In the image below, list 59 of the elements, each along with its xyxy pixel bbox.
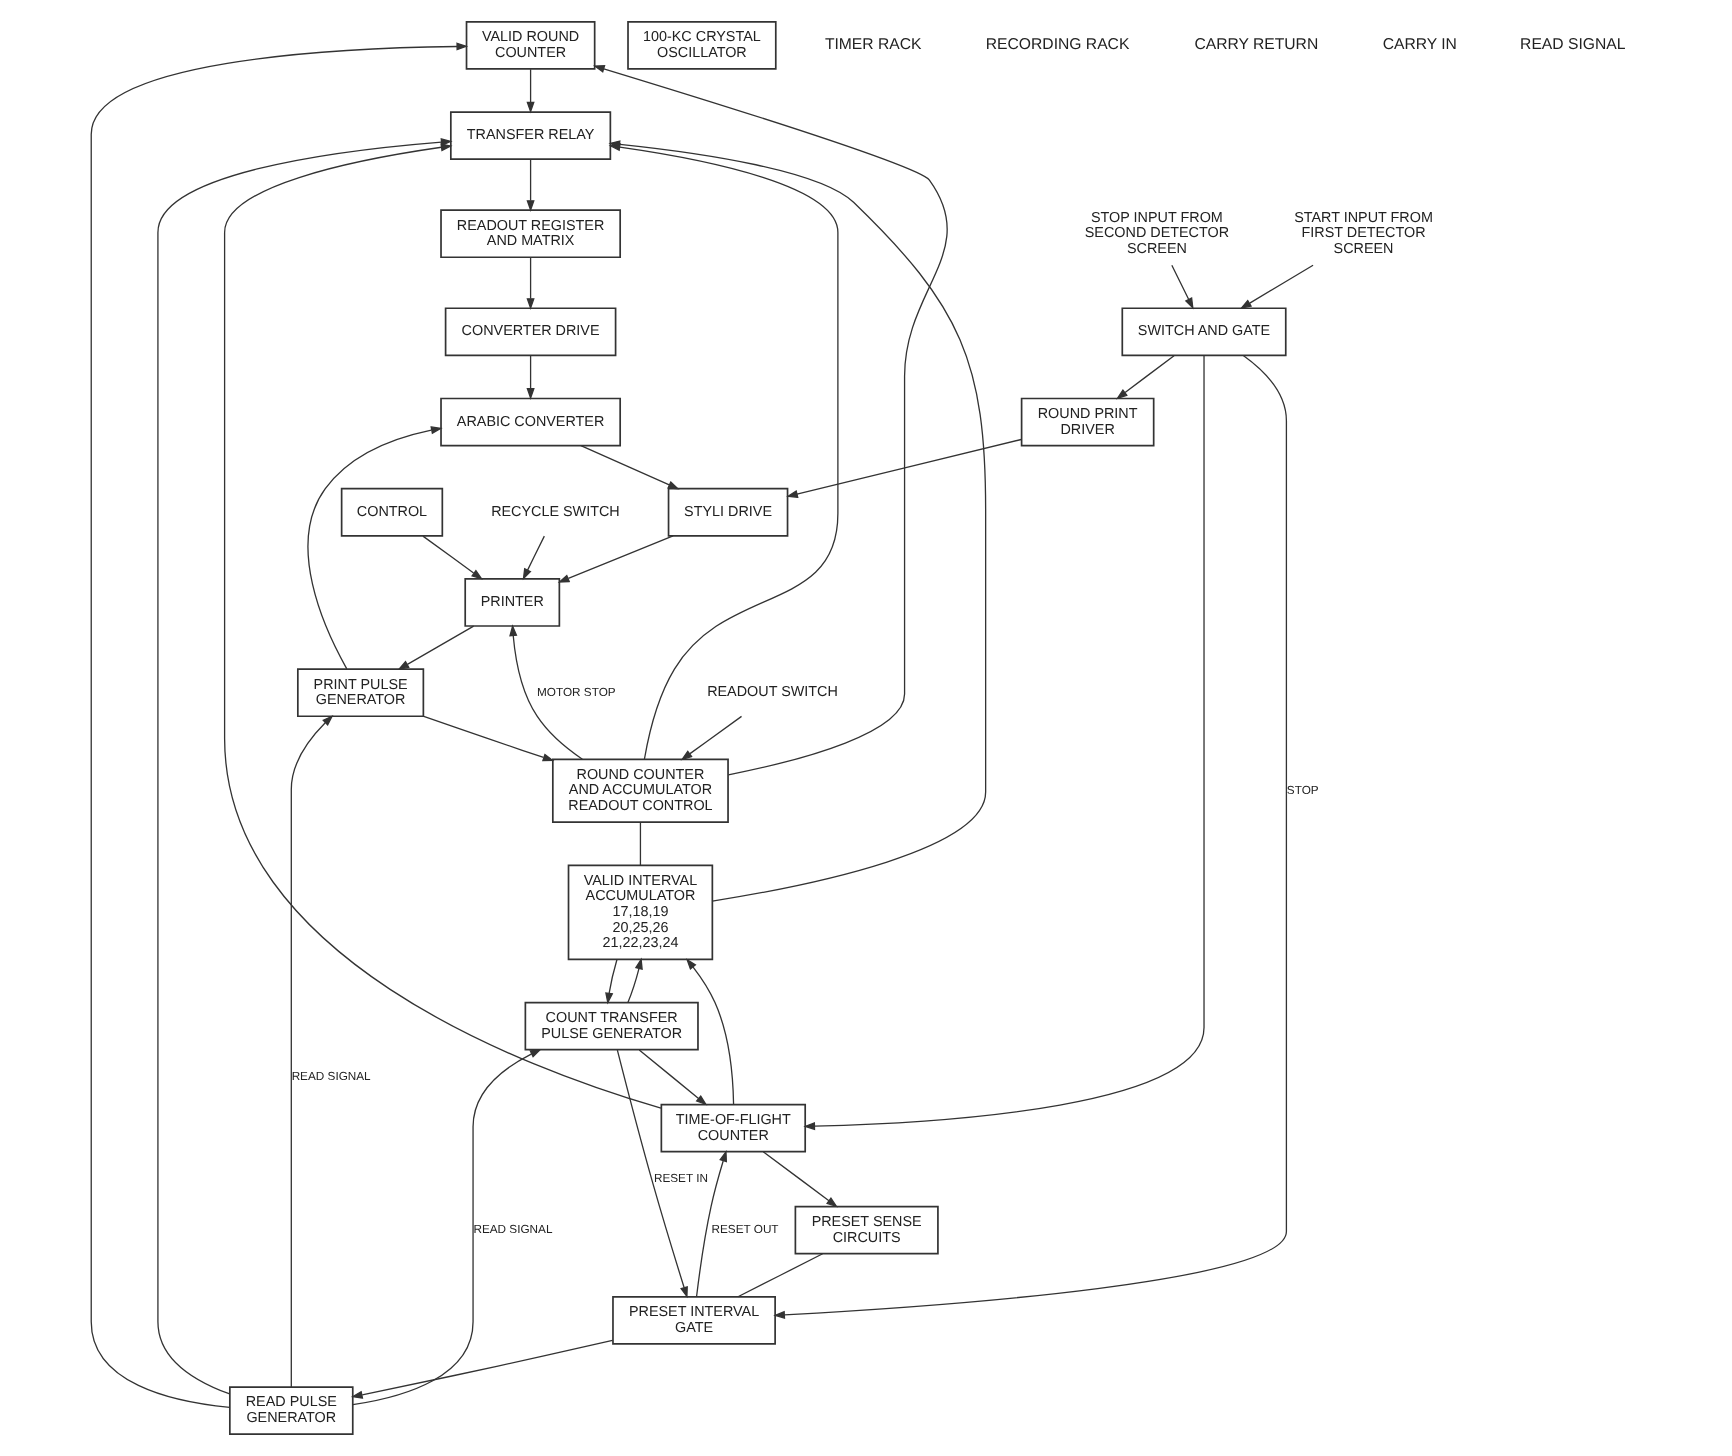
arrow xyxy=(592,64,948,776)
arrow xyxy=(608,143,839,760)
arrow xyxy=(522,535,545,581)
node-box: ROUND PRINT DRIVER xyxy=(1020,397,1155,447)
node-box: 100-KC CRYSTAL OSCILLATOR xyxy=(627,21,777,70)
arrow xyxy=(773,354,1288,1319)
arrow xyxy=(616,1049,688,1299)
node-box: READOUT REGISTER AND MATRIX xyxy=(440,209,621,259)
node-box: VALID INTERVAL ACCUMULATOR 17,18,19 20,25,26 21,22,23,24 xyxy=(567,864,714,961)
connector xyxy=(639,822,642,866)
arrow xyxy=(685,958,735,1105)
node-box: PRINTER xyxy=(464,578,561,627)
node-box: ROUND COUNTER AND ACCUMULATOR READOUT CONTROL xyxy=(551,758,729,823)
node-text: RECYCLE SWITCH xyxy=(491,501,620,520)
node-box: CONVERTER DRIVE xyxy=(444,307,617,357)
node-box: STYLI DRIVE xyxy=(667,487,789,537)
arrow xyxy=(786,438,1022,498)
arrow xyxy=(290,714,334,1388)
arrow xyxy=(526,257,535,310)
arrow xyxy=(1115,355,1175,400)
node-text: STOP INPUT FROM SECOND DETECTOR SCREEN xyxy=(1084,207,1230,258)
node-box: COUNT TRANSFER PULSE GENERATOR xyxy=(524,1001,699,1051)
arrow xyxy=(638,1049,708,1106)
arrow xyxy=(803,354,1205,1131)
node-box: VALID ROUND COUNTER xyxy=(465,21,596,70)
arrow xyxy=(90,42,469,1408)
arrow xyxy=(423,715,555,762)
connector xyxy=(737,1253,824,1298)
node-box: SWITCH AND GATE xyxy=(1121,307,1287,357)
arrow xyxy=(627,957,643,1004)
node-box: READ PULSE GENERATOR xyxy=(229,1386,354,1435)
arrow xyxy=(680,715,743,761)
arrow xyxy=(695,1149,728,1298)
arrow xyxy=(526,158,535,212)
arrow xyxy=(397,625,475,671)
node-box: PRESET INTERVAL GATE xyxy=(612,1295,776,1345)
arrow xyxy=(1171,264,1194,310)
node-text: START INPUT FROM FIRST DETECTOR SCREEN xyxy=(1294,207,1433,258)
arrow xyxy=(580,445,680,490)
arrow xyxy=(307,426,443,670)
arrow xyxy=(526,68,535,114)
node-box: CONTROL xyxy=(340,487,444,537)
arrow xyxy=(223,143,662,1109)
arrow xyxy=(157,138,453,1395)
node-box: PRINT PULSE GENERATOR xyxy=(297,668,425,718)
arrow xyxy=(509,624,584,760)
arrow xyxy=(1239,264,1314,310)
arrow xyxy=(557,535,674,583)
arrow xyxy=(352,1048,542,1406)
node-text: READOUT SWITCH xyxy=(707,682,838,701)
node-box: TRANSFER RELAY xyxy=(449,111,612,161)
arrow xyxy=(526,355,535,400)
node-box: PRESET SENSE CIRCUITS xyxy=(794,1205,939,1255)
arrow xyxy=(422,535,483,580)
arrow xyxy=(762,1151,838,1208)
node-box: TIME-OF-FLIGHT COUNTER xyxy=(660,1103,807,1153)
node-box: ARABIC CONVERTER xyxy=(440,397,621,447)
arrow xyxy=(350,1339,614,1399)
arrow xyxy=(605,958,618,1005)
